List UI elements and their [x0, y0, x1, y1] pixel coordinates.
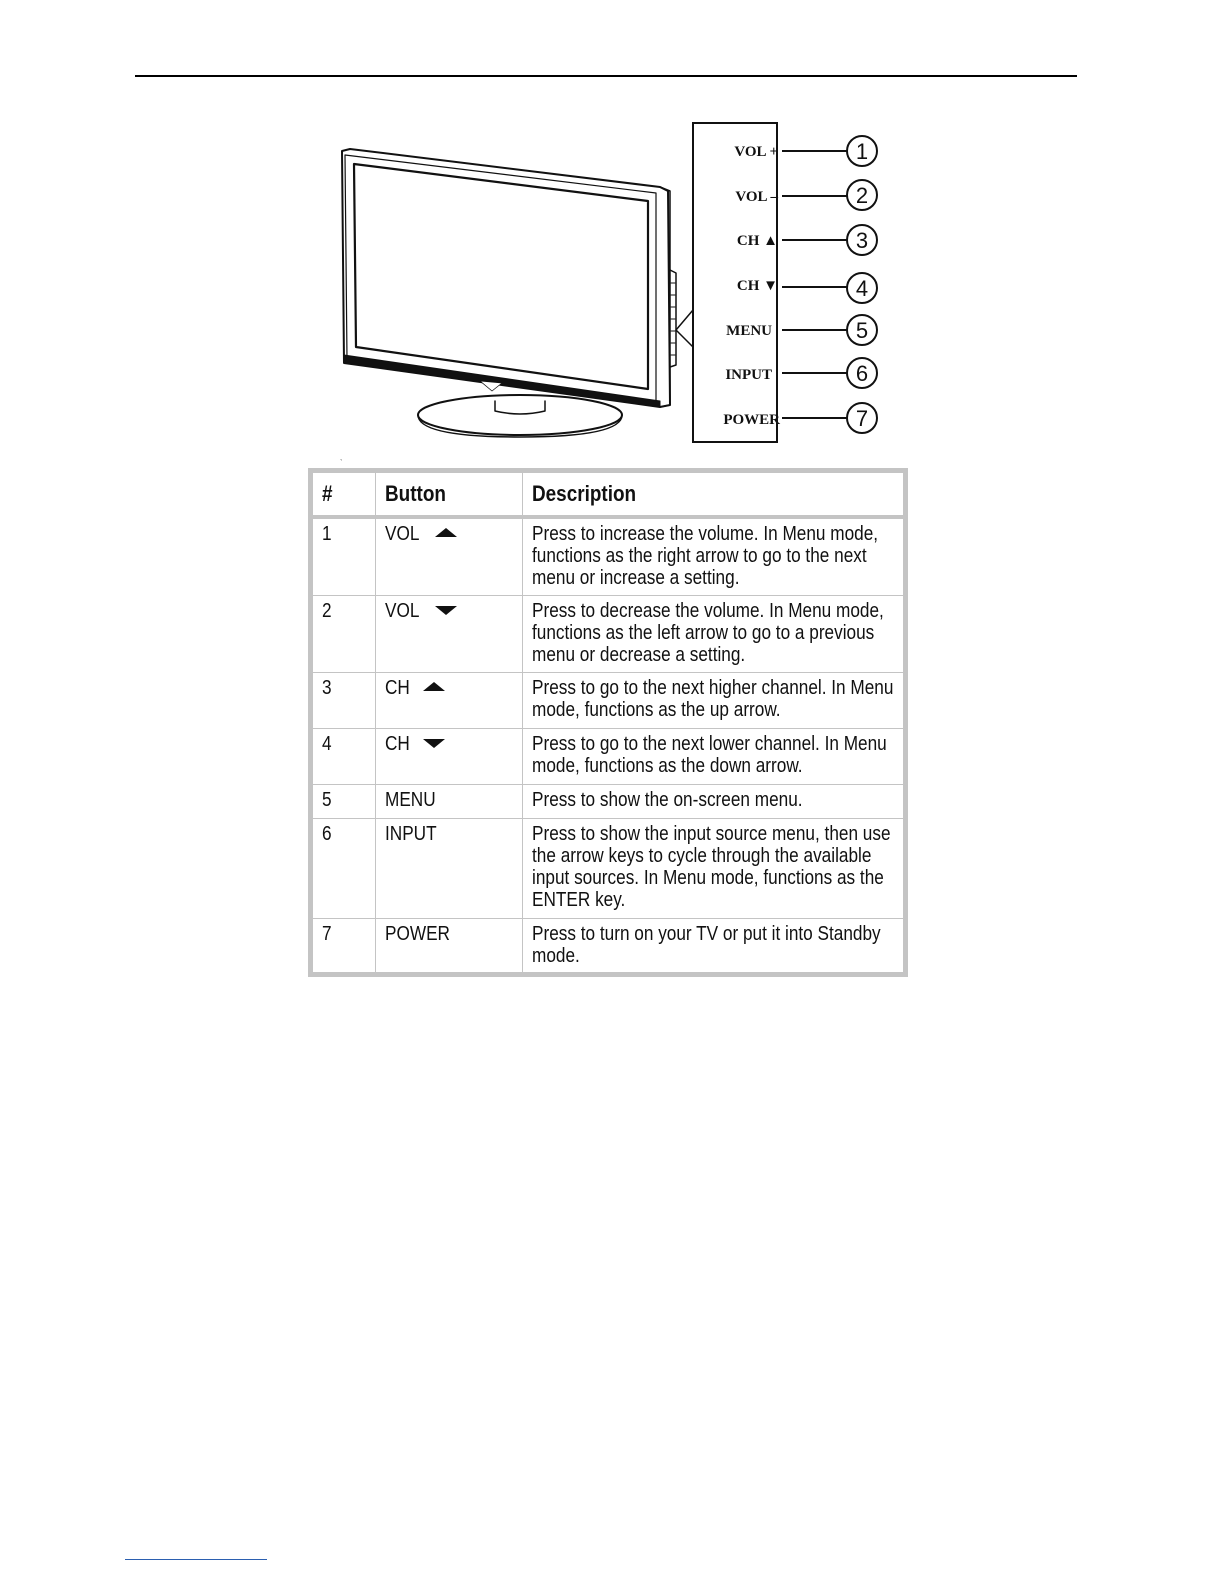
row-number: 3 — [313, 672, 376, 729]
controls-table: # Button Description 1 VOL Press to incr… — [313, 473, 903, 973]
callout-item-1 — [782, 135, 878, 167]
tv-diagram — [341, 122, 778, 443]
callout-item-6 — [782, 357, 878, 389]
row-description: Press to turn on your TV or put it into … — [531, 923, 881, 967]
row-description: Press to increase the volume. In Menu mo… — [522, 517, 903, 596]
callout-label-1: VOL + — [734, 144, 778, 160]
callout-label-6: INPUT — [725, 367, 772, 383]
tv-illustration — [341, 148, 694, 438]
row-description: Press to show the on-screen menu. — [522, 784, 903, 819]
callout-number-2: 2 — [856, 183, 868, 208]
table-row: 3 CH Press to go to the next higher chan… — [313, 672, 903, 729]
row-button: INPUT — [375, 818, 523, 919]
row-number: 2 — [313, 595, 376, 673]
row-number: 5 — [313, 784, 376, 819]
callout-number-4: 4 — [856, 276, 868, 301]
row-number: 1 — [313, 517, 376, 596]
tv-side-controls-figure: VOL + VOL – CH ▲ CH ▼ MENU INPUT POWER 1… — [330, 115, 900, 460]
callout-number-3: 3 — [856, 228, 868, 253]
table-row: 4 CH Press to go to the next lower chann… — [313, 728, 903, 785]
table-row: 6 INPUT Press to show the input source m… — [313, 818, 903, 919]
callout-label-5: MENU — [726, 323, 772, 339]
table-row: 1 VOL Press to increase the volume. In M… — [313, 517, 903, 596]
callout-label-2: VOL – — [735, 189, 778, 205]
header-button: Button — [375, 473, 523, 519]
callout-item-2 — [782, 179, 878, 211]
table-row: 2 VOL Press to decrease the volume. In M… — [313, 595, 903, 673]
callout-number-7: 7 — [856, 406, 868, 431]
header-description: Description — [522, 473, 903, 519]
callout-label-4: CH ▼ — [737, 278, 778, 294]
row-button: MENU — [375, 784, 523, 819]
table-row: 7 POWER Press to turn on your TV or put … — [313, 918, 903, 973]
row-button: VOL — [375, 595, 523, 673]
callout-label-7: POWER — [723, 412, 780, 428]
row-description: Press to go to the next higher channel. … — [522, 672, 903, 729]
row-number: 4 — [313, 728, 376, 785]
row-description: Press to show the input source menu, the… — [522, 818, 903, 919]
callout-item-4 — [782, 272, 878, 304]
callout-labels: VOL + VOL – CH ▲ CH ▼ MENU INPUT POWER 1… — [330, 115, 900, 460]
down-arrow-icon — [423, 739, 446, 749]
row-number: 6 — [313, 818, 376, 919]
up-arrow-icon — [423, 682, 446, 692]
row-description: Press to decrease the volume. In Menu mo… — [522, 595, 903, 673]
callout-number-1: 1 — [856, 139, 868, 164]
stray-mark: ˎ — [340, 452, 343, 461]
callout-label-3: CH ▲ — [737, 233, 778, 249]
row-number: 7 — [313, 918, 376, 973]
up-arrow-icon — [434, 528, 457, 538]
footer-link-underline — [125, 1559, 267, 1560]
button-callout-box — [692, 122, 778, 443]
callout-number-5: 5 — [856, 318, 868, 343]
row-button: CH — [375, 672, 523, 729]
callout-number-6: 6 — [856, 361, 868, 386]
callout-item-7 — [782, 402, 878, 434]
row-description: Press to go to the next lower channel. I… — [522, 728, 903, 785]
callout-item-5 — [782, 314, 878, 346]
row-button: POWER — [375, 918, 523, 973]
header-rule — [135, 75, 1077, 77]
controls-table-frame: # Button Description 1 VOL Press to incr… — [308, 468, 908, 977]
table-header-row: # Button Description — [313, 473, 903, 519]
row-button: VOL — [375, 517, 523, 596]
table-row: 5 MENU Press to show the on-screen menu. — [313, 784, 903, 819]
callout-item-3 — [782, 224, 878, 256]
header-number: # — [313, 473, 376, 519]
row-button: CH — [375, 728, 523, 785]
down-arrow-icon — [434, 606, 457, 616]
